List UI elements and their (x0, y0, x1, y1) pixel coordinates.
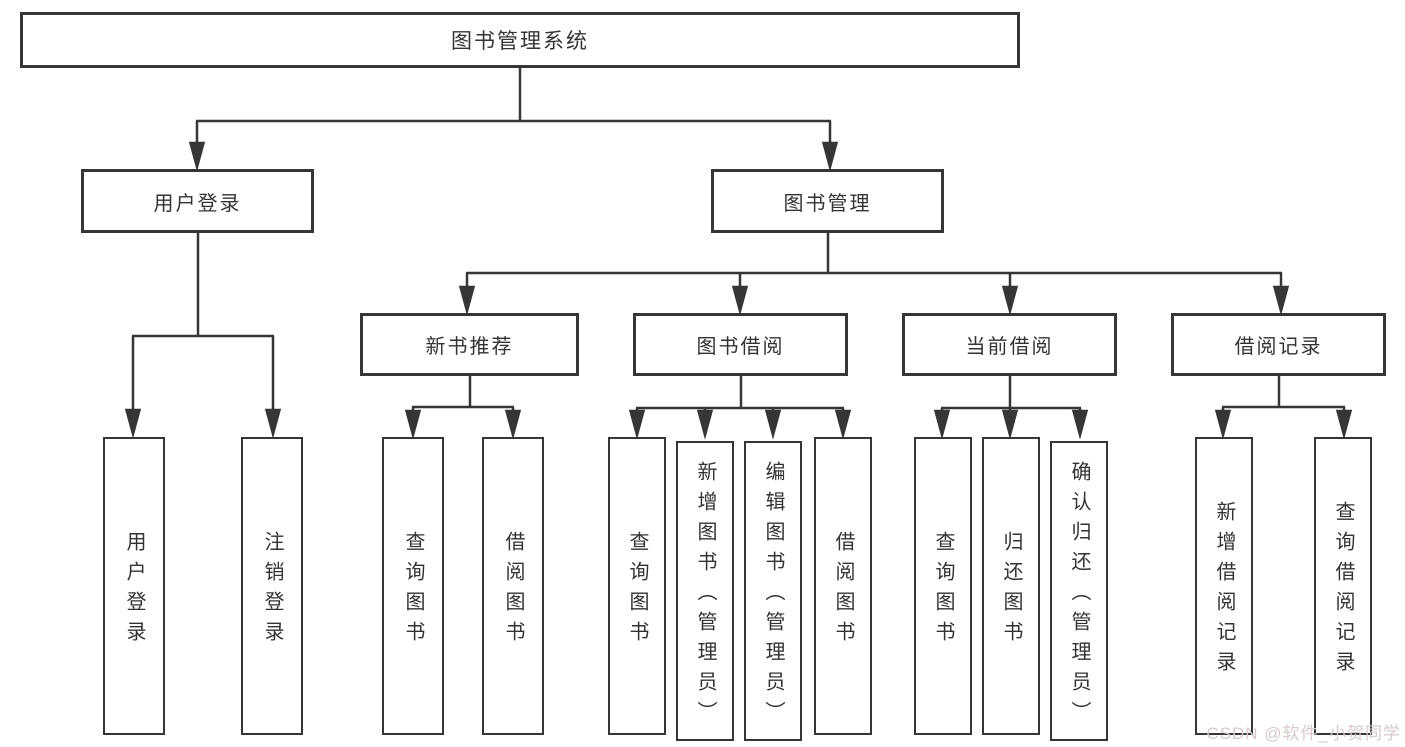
node-library-system: 图书管理系统 (20, 12, 1020, 68)
leaf-record-query-record-label: 查询借阅记录 (1332, 501, 1354, 681)
node-user-login-label: 用户登录 (153, 192, 242, 215)
node-new-book-recommend-label: 新书推荐 (425, 336, 514, 358)
leaf-borrow-query-books-label: 查询图书 (626, 531, 648, 651)
node-book-borrow-label: 图书借阅 (696, 336, 785, 358)
leaf-borrow-borrow-books-label: 借阅图书 (832, 531, 854, 651)
csdn-watermark: CSDN @软件_小贺同学 (1206, 724, 1401, 743)
leaf-user-login-label: 用户登录 (123, 531, 145, 651)
leaf-borrow-query-books: 查询图书 (608, 437, 666, 735)
node-borrow-record: 借阅记录 (1171, 313, 1386, 376)
leaf-current-confirm-return-admin-label: 确认归还（管理员） (1068, 461, 1090, 731)
leaf-recommend-borrow-books: 借阅图书 (482, 437, 544, 735)
node-new-book-recommend: 新书推荐 (360, 313, 579, 376)
leaf-borrow-add-books-admin-label: 新增图书（管理员） (694, 461, 716, 731)
leaf-recommend-borrow-books-label: 借阅图书 (502, 531, 524, 651)
leaf-recommend-query-books-label: 查询图书 (402, 531, 424, 651)
leaf-current-return-books-label: 归还图书 (1000, 531, 1022, 651)
leaf-recommend-query-books: 查询图书 (382, 437, 444, 735)
leaf-record-query-record: 查询借阅记录 (1314, 437, 1372, 735)
node-current-borrow-label: 当前借阅 (965, 336, 1054, 358)
leaf-borrow-borrow-books: 借阅图书 (814, 437, 872, 735)
leaf-current-query-books: 查询图书 (914, 437, 972, 735)
leaf-user-login: 用户登录 (103, 437, 165, 735)
leaf-current-return-books: 归还图书 (982, 437, 1040, 735)
node-book-borrow: 图书借阅 (633, 313, 848, 376)
leaf-record-add-record: 新增借阅记录 (1195, 437, 1253, 735)
leaf-borrow-add-books-admin: 新增图书（管理员） (676, 441, 734, 741)
leaf-logout: 注销登录 (241, 437, 303, 735)
node-user-login: 用户登录 (81, 169, 314, 233)
leaf-current-query-books-label: 查询图书 (932, 531, 954, 651)
leaf-current-confirm-return-admin: 确认归还（管理员） (1050, 441, 1108, 741)
leaf-borrow-edit-books-admin-label: 编辑图书（管理员） (762, 461, 784, 731)
node-book-management-label: 图书管理 (783, 192, 872, 215)
leaf-logout-label: 注销登录 (261, 531, 283, 651)
node-library-system-label: 图书管理系统 (451, 30, 589, 53)
node-current-borrow: 当前借阅 (902, 313, 1117, 376)
leaf-borrow-edit-books-admin: 编辑图书（管理员） (744, 441, 802, 741)
leaf-record-add-record-label: 新增借阅记录 (1213, 501, 1235, 681)
node-borrow-record-label: 借阅记录 (1234, 336, 1323, 358)
node-book-management: 图书管理 (711, 169, 944, 233)
